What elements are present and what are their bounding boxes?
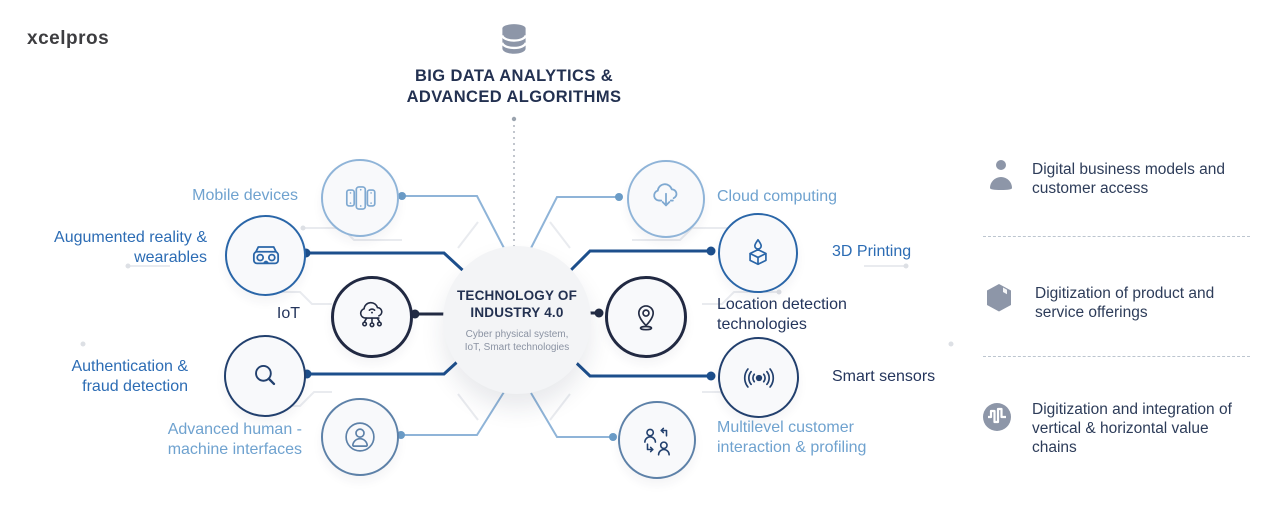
label-iot: IoT bbox=[276, 305, 300, 322]
thin-connectors bbox=[401, 195, 619, 438]
user-icon bbox=[990, 160, 1012, 190]
vr-goggles-icon bbox=[252, 245, 279, 264]
label-cloud-computing: Cloud computing bbox=[717, 188, 838, 205]
panel-item-digitization-offerings: Digitization of product and service offe… bbox=[1035, 285, 1215, 321]
xcelpros-logo: xcelpros bbox=[27, 28, 110, 49]
panel-item-digitization-chains: Digitization and integration of vertical… bbox=[1032, 401, 1232, 456]
industry40-hub: TECHNOLOGY OF INDUSTRY 4.0 Cyber physica… bbox=[443, 246, 591, 394]
people-exchange-icon bbox=[644, 427, 670, 456]
cube-icon bbox=[987, 284, 1011, 312]
hub-title: TECHNOLOGY OF INDUSTRY 4.0 bbox=[456, 287, 578, 320]
iot-cloud-icon bbox=[359, 301, 383, 328]
panel-divider bbox=[983, 236, 1250, 237]
panel-item-digital-business: Digital business models and customer acc… bbox=[1032, 161, 1225, 197]
label-smart-sensors: Smart sensors bbox=[832, 368, 936, 385]
hub-subtitle: Cyber physical system, IoT, Smart techno… bbox=[464, 328, 570, 353]
node-location-detection bbox=[605, 276, 687, 358]
cloud-download-icon bbox=[653, 183, 678, 207]
label-3d-printing: 3D Printing bbox=[832, 243, 912, 260]
node-advanced-hmi bbox=[321, 398, 399, 476]
node-smart-sensors bbox=[718, 337, 799, 418]
label-multilevel-customer: Multilevel customer interaction & profil… bbox=[717, 419, 867, 456]
panel-divider bbox=[983, 356, 1250, 357]
node-augmented-reality bbox=[225, 215, 306, 296]
location-pin-icon bbox=[637, 305, 655, 331]
smart-sensors-icon bbox=[743, 367, 774, 388]
node-cloud-computing bbox=[627, 160, 705, 238]
waveform-icon bbox=[983, 403, 1011, 431]
label-advanced-hmi: Advanced human - machine interfaces bbox=[167, 421, 302, 458]
database-icon bbox=[501, 24, 527, 54]
magnifier-icon bbox=[255, 365, 276, 386]
mobile-devices-icon bbox=[345, 186, 376, 210]
person-circle-icon bbox=[345, 422, 375, 452]
node-3d-printing bbox=[718, 213, 798, 293]
label-location-detection: Location detection technologies bbox=[717, 296, 847, 333]
node-authentication bbox=[224, 335, 306, 417]
bigdata-dotted-connector bbox=[511, 116, 517, 247]
node-multilevel-customer bbox=[618, 401, 696, 479]
label-mobile-devices: Mobile devices bbox=[192, 187, 298, 204]
thin-connector-dots bbox=[397, 192, 623, 441]
bigdata-title: BIG DATA ANALYTICS & ADVANCED ALGORITHMS bbox=[406, 67, 622, 106]
label-augmented-reality: Augumented reality & wearables bbox=[54, 229, 207, 266]
3d-printing-icon bbox=[749, 238, 767, 266]
label-authentication: Authentication & fraud detection bbox=[71, 358, 188, 395]
node-iot bbox=[331, 276, 413, 358]
node-mobile-devices bbox=[321, 159, 399, 237]
